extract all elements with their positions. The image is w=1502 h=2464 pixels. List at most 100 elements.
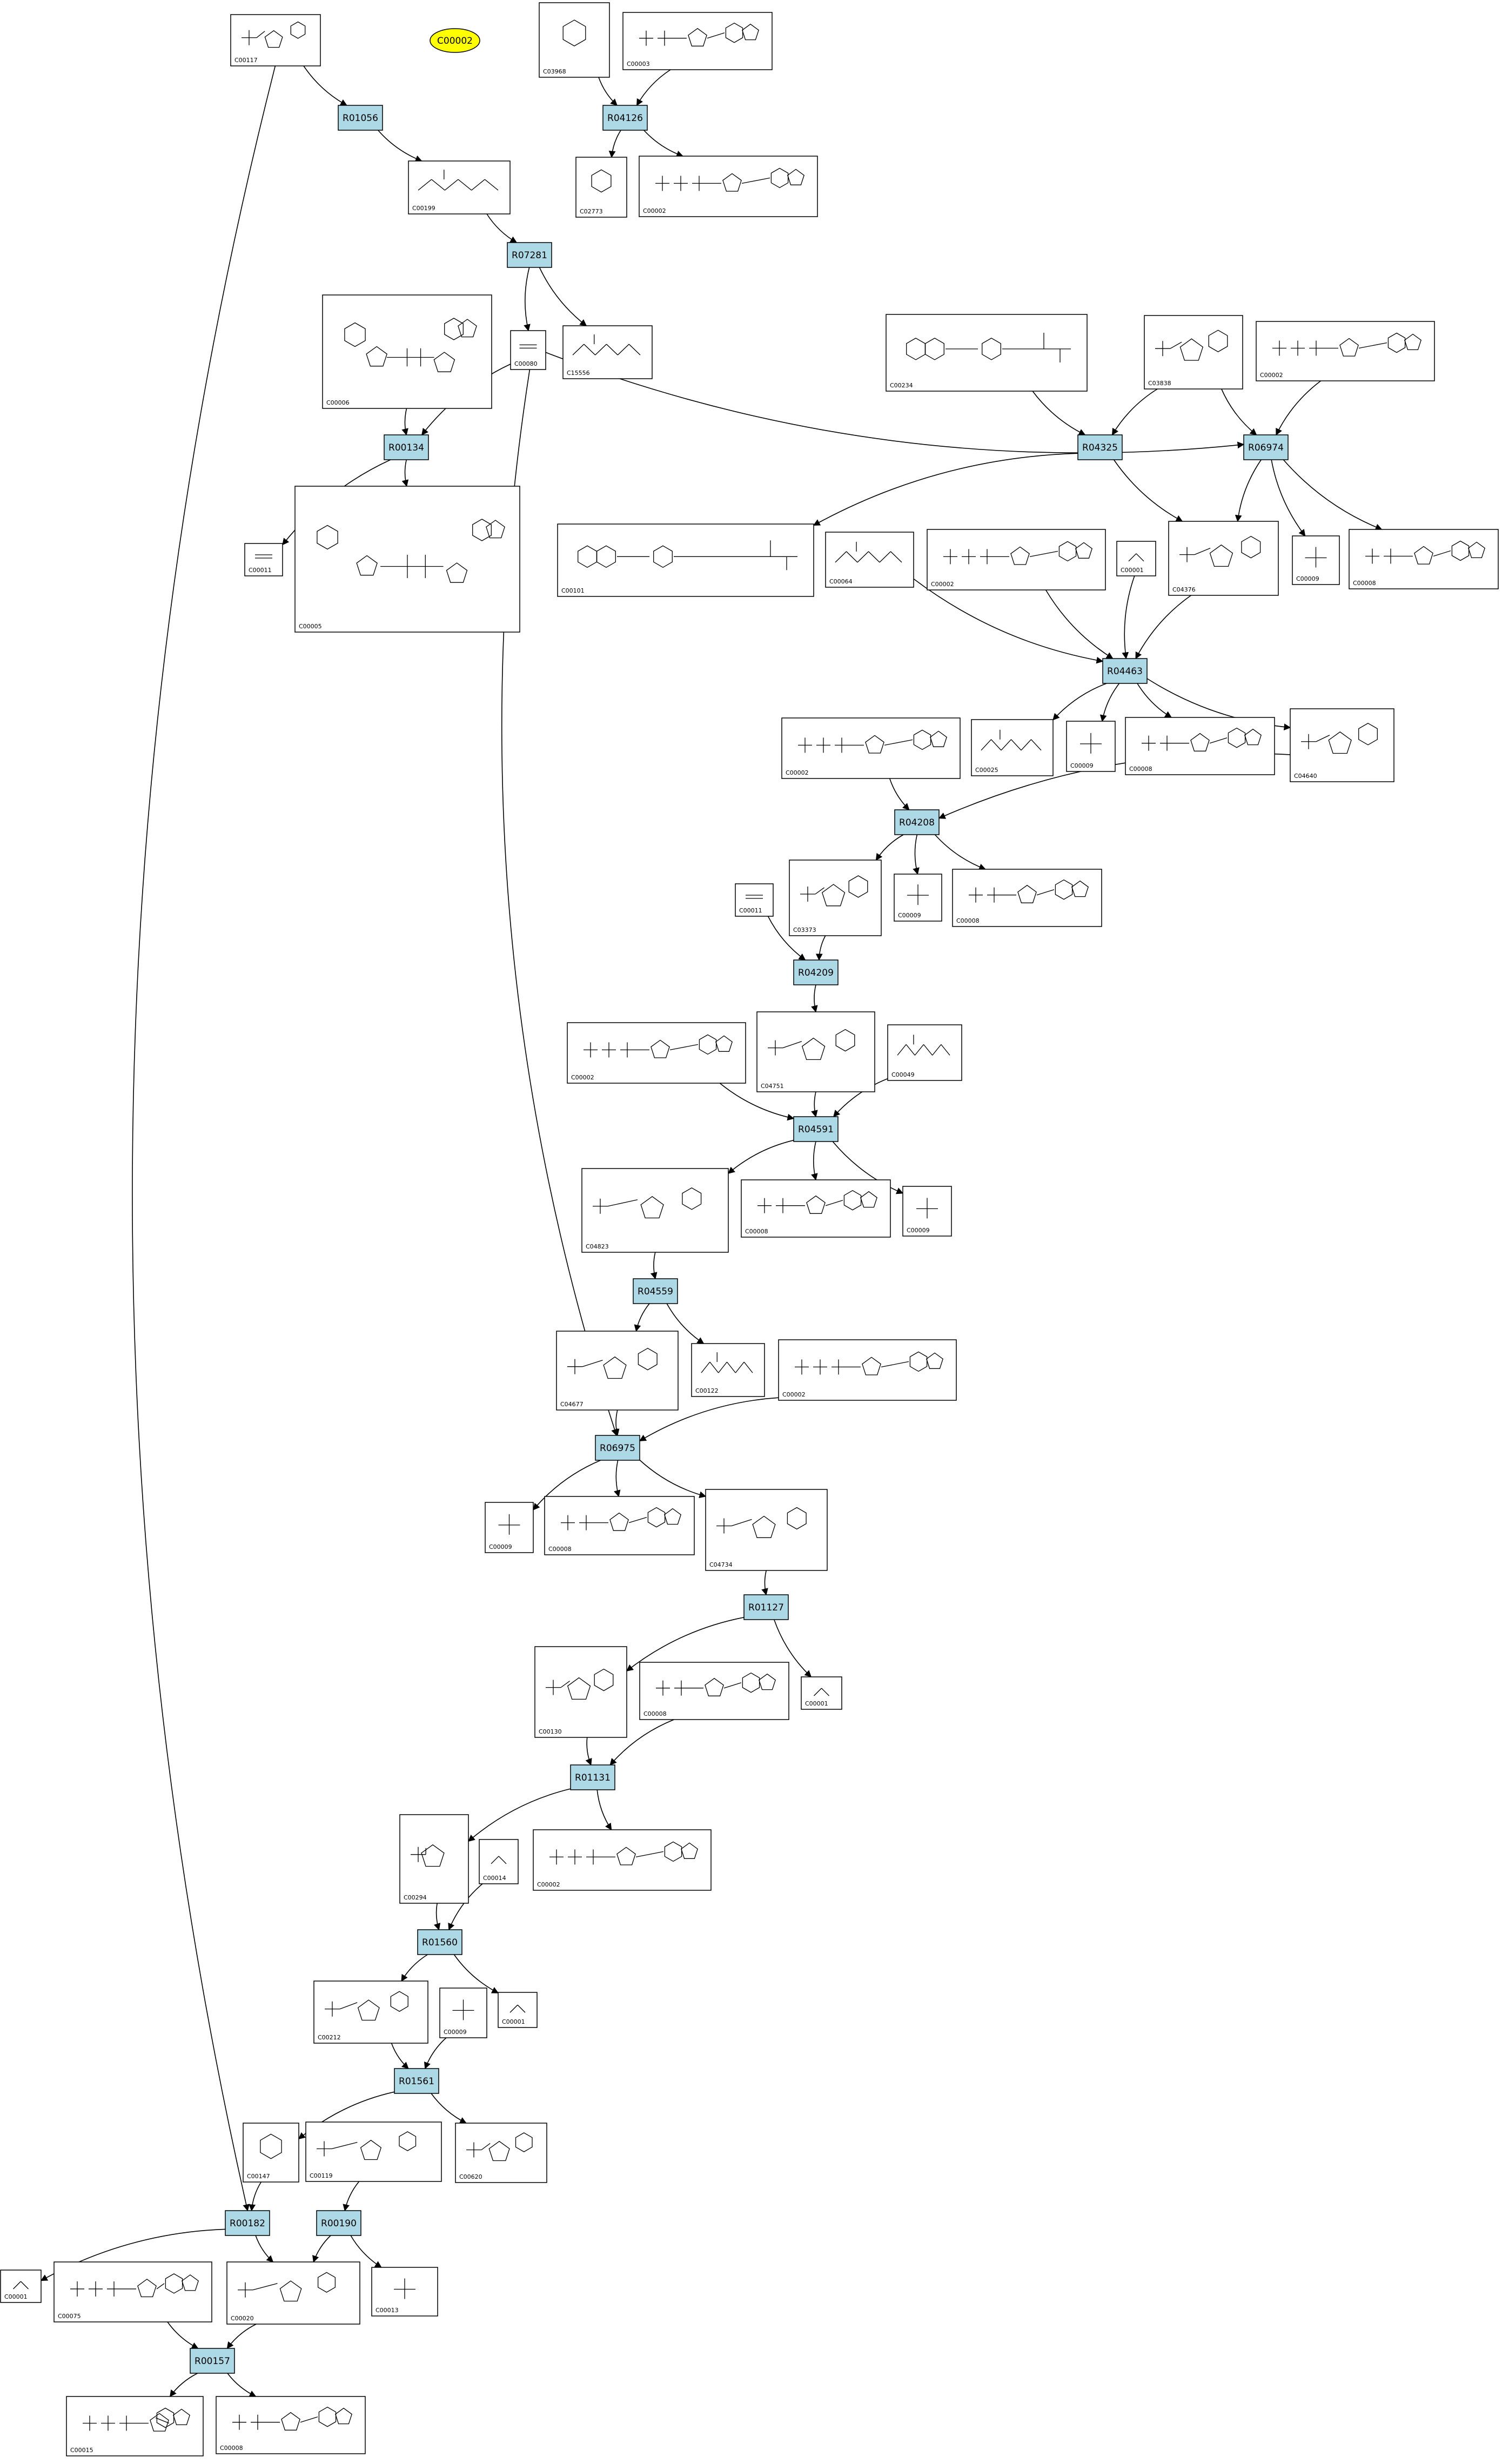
compound-C00049[interactable]: C00049 — [888, 1025, 962, 1080]
compound-C00009[interactable]: C00009 — [485, 1502, 533, 1553]
compound-C04677[interactable]: C04677 — [556, 1331, 678, 1410]
compound-C00620[interactable]: C00620 — [455, 2123, 547, 2183]
compound-C00002[interactable]: C00002 — [567, 1023, 746, 1083]
compound-C00020[interactable]: C00020 — [227, 2262, 360, 2324]
compound-C00001[interactable]: C00001 — [498, 1992, 537, 2027]
compound-C00212[interactable]: C00212 — [314, 1981, 428, 2043]
compound-C00147[interactable]: C00147 — [243, 2123, 299, 2182]
edge-R04559-c37 — [636, 1304, 650, 1331]
compound-id-label: C00130 — [539, 1728, 562, 1735]
compound-C00002[interactable]: C00002 — [779, 1340, 956, 1400]
compound-C00119[interactable]: C00119 — [306, 2122, 441, 2181]
reaction-R01127[interactable]: R01127 — [744, 1595, 788, 1620]
compound-id-label: C00620 — [459, 2173, 482, 2180]
compound-C15556[interactable]: C15556 — [563, 326, 652, 379]
compound-C02773[interactable]: C02773 — [576, 157, 627, 217]
reaction-label: R06975 — [600, 1443, 635, 1454]
reaction-R04325[interactable]: R04325 — [1078, 435, 1122, 460]
edge-R04463-c25 — [1137, 683, 1171, 717]
reaction-R01131[interactable]: R01131 — [571, 1765, 615, 1790]
compound-C00002[interactable]: C00002 — [639, 156, 817, 217]
compound-C04734[interactable]: C04734 — [706, 1489, 827, 1570]
compound-C00064[interactable]: C00064 — [826, 532, 914, 587]
compound-id-label: C04376 — [1172, 586, 1196, 593]
compound-C00080[interactable]: C00080 — [511, 331, 546, 370]
reaction-R01561[interactable]: R01561 — [394, 2069, 439, 2093]
reaction-R01560[interactable]: R01560 — [418, 1930, 462, 1955]
compound-C00234[interactable]: C00234 — [886, 314, 1087, 391]
compound-C00008[interactable]: C00008 — [741, 1180, 890, 1237]
compound-C03968[interactable]: C03968 — [539, 3, 609, 77]
reaction-label: R06974 — [1248, 442, 1284, 453]
edge-c7-R00134 — [405, 408, 406, 435]
compound-C00008[interactable]: C00008 — [545, 1496, 694, 1555]
compound-C00117[interactable]: C00117 — [231, 15, 320, 66]
reaction-label: R04559 — [638, 1286, 673, 1297]
compound-C04751[interactable]: C04751 — [757, 1012, 875, 1092]
edge-R00134-c14 — [405, 460, 407, 486]
reaction-R04209[interactable]: R04209 — [794, 960, 838, 985]
compound-id-label: C00001 — [502, 2018, 525, 2025]
compound-C00294[interactable]: C00294 — [400, 1815, 468, 1903]
reaction-label: R00190 — [321, 2218, 357, 2229]
reaction-R00190[interactable]: R00190 — [317, 2211, 361, 2235]
compound-C00009[interactable]: C00009 — [1067, 721, 1115, 771]
reaction-R04126[interactable]: R04126 — [603, 105, 647, 130]
compound-C00122[interactable]: C00122 — [692, 1344, 765, 1397]
compound-C00130[interactable]: C00130 — [535, 1647, 627, 1737]
compound-C00009[interactable]: C00009 — [440, 1988, 487, 2038]
reaction-R01056[interactable]: R01056 — [338, 105, 383, 130]
compound-C00013[interactable]: C00013 — [372, 2267, 438, 2316]
compound-C00008[interactable]: C00008 — [216, 2396, 365, 2454]
reaction-R00134[interactable]: R00134 — [384, 435, 428, 460]
compound-C00002[interactable]: C00002 — [782, 718, 960, 778]
compound-C00008[interactable]: C00008 — [953, 869, 1102, 926]
compound-C00002[interactable]: C00002 — [533, 1830, 711, 1890]
compound-C00075[interactable]: C00075 — [54, 2262, 212, 2322]
compound-C00011[interactable]: C00011 — [245, 543, 283, 576]
reaction-R04208[interactable]: R04208 — [895, 810, 939, 835]
reaction-R04591[interactable]: R04591 — [794, 1117, 838, 1142]
compound-C04376[interactable]: C04376 — [1169, 521, 1278, 595]
compound-C00001[interactable]: C00001 — [1117, 541, 1156, 576]
compound-C00025[interactable]: C00025 — [971, 720, 1053, 776]
edge-R06974-c19 — [1238, 460, 1262, 521]
compound-id-label: C00011 — [739, 907, 762, 914]
compound-C03373[interactable]: C03373 — [789, 860, 881, 936]
compound-id-label: C00025 — [975, 767, 998, 774]
compound-C03838[interactable]: C03838 — [1144, 315, 1243, 389]
reaction-R06975[interactable]: R06975 — [595, 1435, 640, 1460]
compound-C04823[interactable]: C04823 — [582, 1169, 728, 1252]
compound-C00003[interactable]: C00003 — [623, 12, 772, 70]
edge-c27-R04209 — [819, 936, 826, 960]
reaction-R00157[interactable]: R00157 — [190, 2348, 234, 2373]
reaction-label: R01561 — [399, 2076, 434, 2087]
reaction-R07281[interactable]: R07281 — [507, 243, 552, 267]
compound-C00014[interactable]: C00014 — [479, 1839, 518, 1884]
compound-C00009[interactable]: C00009 — [894, 874, 942, 921]
reaction-R04559[interactable]: R04559 — [633, 1279, 678, 1304]
compound-C00001[interactable]: C00001 — [801, 1677, 842, 1709]
compound-C00005[interactable]: C00005 — [295, 486, 520, 632]
reaction-R04463[interactable]: R04463 — [1103, 659, 1147, 683]
compound-id-label: C00009 — [444, 2029, 467, 2036]
compound-C00011[interactable]: C00011 — [735, 884, 773, 916]
compound-C04640[interactable]: C04640 — [1290, 709, 1394, 782]
compound-C00009[interactable]: C00009 — [1292, 536, 1339, 585]
compound-C00001[interactable]: C00001 — [1, 2270, 41, 2302]
compound-C00008[interactable]: C00008 — [1125, 717, 1275, 775]
compound-C00009[interactable]: C00009 — [903, 1186, 951, 1236]
compound-C00008[interactable]: C00008 — [640, 1662, 789, 1720]
compound-C00002[interactable]: C00002 — [927, 529, 1105, 590]
compound-C00008[interactable]: C00008 — [1349, 529, 1498, 589]
compound-id-label: C00002 — [537, 1881, 560, 1888]
compound-C00101[interactable]: C00101 — [558, 524, 814, 596]
reaction-R06974[interactable]: R06974 — [1244, 435, 1288, 460]
reaction-R00182[interactable]: R00182 — [225, 2211, 270, 2235]
compound-id-label: C00013 — [376, 2307, 399, 2314]
compound-C00002[interactable]: C00002 — [1256, 321, 1434, 381]
compound-C00015[interactable]: C00015 — [66, 2396, 203, 2456]
compound-C00199[interactable]: C00199 — [408, 161, 510, 214]
compound-C00006[interactable]: C00006 — [323, 295, 492, 408]
edge-c49-R01561 — [392, 2043, 408, 2069]
